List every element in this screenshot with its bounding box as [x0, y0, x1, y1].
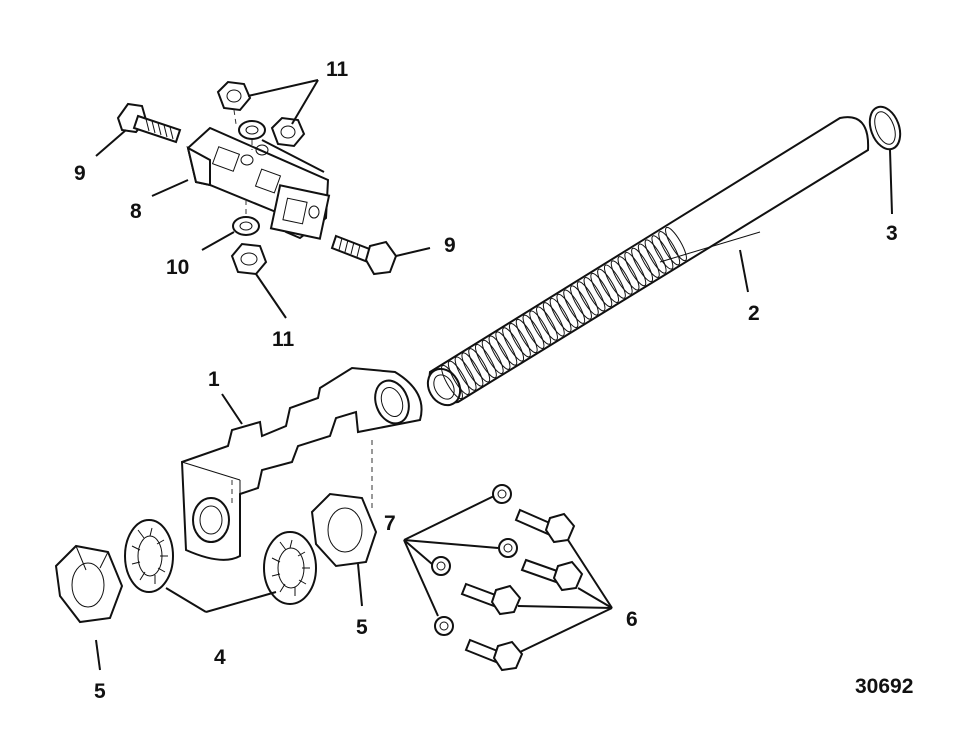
callout-6: 6 — [626, 608, 638, 631]
thread-ring — [610, 260, 633, 295]
thread-ring — [637, 243, 660, 278]
callout-1: 1 — [208, 368, 220, 391]
mounting-bracket — [180, 366, 423, 561]
thread-ring — [529, 310, 552, 345]
thread-ring — [441, 364, 463, 400]
flat-washer-bottom — [232, 216, 260, 236]
star-lockwasher-right — [263, 531, 317, 605]
leader-lines — [95, 79, 893, 671]
thread-ring — [644, 239, 667, 274]
thread-ring — [665, 226, 687, 262]
thread-ring — [658, 231, 681, 266]
drawing-number: 30692 — [855, 675, 913, 698]
thread-ring — [481, 339, 504, 375]
thread-ring — [461, 352, 484, 387]
thread-ring — [495, 331, 518, 366]
threaded-tube — [426, 116, 870, 407]
hex-nut-top-right — [270, 116, 306, 148]
thread-ring — [617, 256, 640, 291]
thread-ring — [624, 251, 647, 287]
hex-nut-top-left — [216, 80, 252, 112]
thread-ring — [474, 343, 497, 379]
thread-ring — [590, 272, 613, 308]
tube-threads — [441, 226, 687, 400]
thread-ring — [597, 268, 620, 303]
callout-4: 4 — [214, 646, 226, 669]
thread-ring — [536, 306, 558, 341]
thread-ring — [570, 285, 592, 320]
thread-ring — [488, 335, 511, 370]
thread-ring — [508, 323, 531, 358]
thread-ring — [563, 289, 586, 324]
small-bolts — [460, 508, 584, 672]
callout-9-middle: 9 — [444, 234, 456, 257]
thread-ring — [549, 297, 572, 333]
thread-ring — [522, 314, 545, 349]
thread-ring — [542, 302, 565, 337]
large-hex-nut-left — [54, 544, 124, 624]
small-lockwashers — [431, 484, 518, 636]
callout-5-left: 5 — [94, 680, 106, 703]
callout-3: 3 — [886, 222, 898, 245]
callout-7: 7 — [384, 512, 396, 535]
thread-ring — [447, 360, 470, 395]
clamp-block — [186, 126, 331, 240]
thread-ring — [515, 318, 538, 354]
thread-ring — [576, 281, 599, 316]
hex-nut-bottom — [230, 242, 268, 276]
thread-ring — [583, 277, 606, 312]
callout-labels: 11 9 8 10 11 9 2 3 1 7 6 5 4 5 30692 — [74, 58, 913, 703]
bolt-upper — [116, 102, 182, 144]
thread-ring — [454, 356, 477, 391]
callout-9-upper: 9 — [74, 162, 86, 185]
bolt-middle — [330, 234, 398, 276]
large-hex-nut-right — [310, 492, 378, 568]
callout-5-right: 5 — [356, 616, 368, 639]
callout-11-bottom: 11 — [272, 328, 295, 351]
thread-ring — [468, 348, 491, 383]
thread-ring — [502, 327, 525, 362]
thread-ring — [651, 235, 674, 270]
thread-ring — [556, 293, 579, 329]
callout-8: 8 — [130, 200, 142, 223]
ring-washer — [868, 105, 902, 151]
thread-ring — [603, 264, 626, 299]
callout-10: 10 — [166, 256, 189, 279]
callout-2: 2 — [748, 302, 760, 325]
callout-11-top: 11 — [326, 58, 349, 81]
flat-washer-top — [238, 120, 266, 140]
thread-ring — [631, 247, 654, 283]
star-lockwasher-left — [124, 519, 174, 593]
